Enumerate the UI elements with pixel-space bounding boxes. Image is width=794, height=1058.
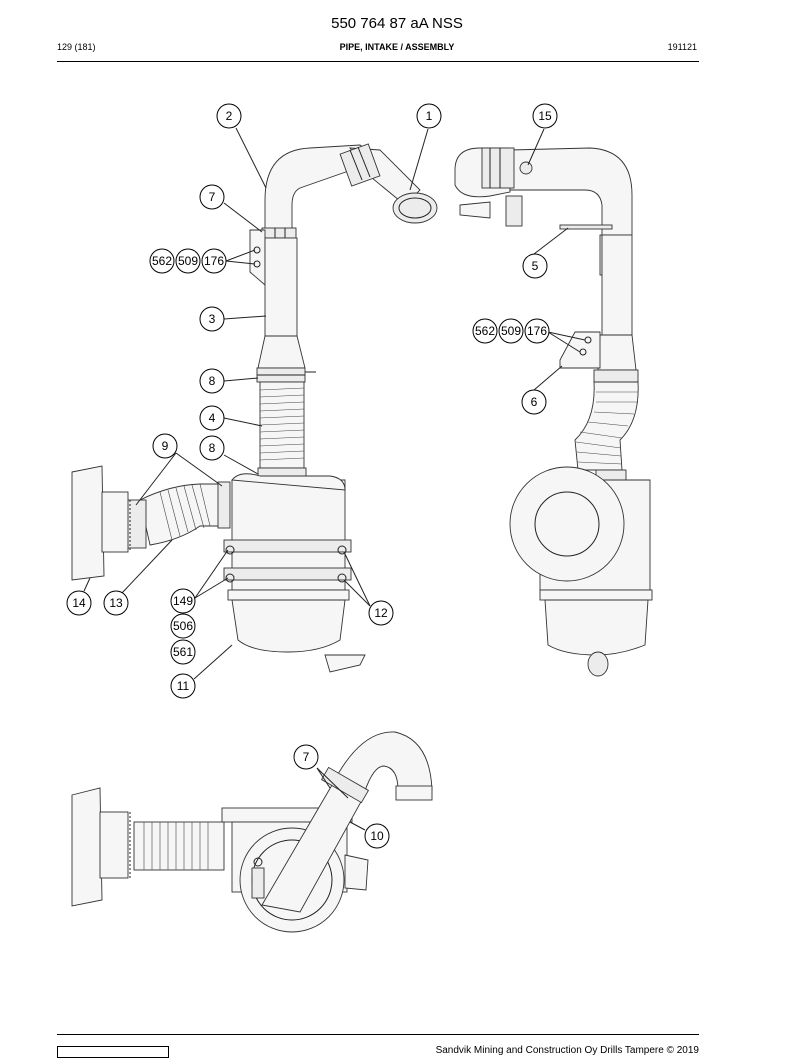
svg-text:506: 506 <box>173 619 193 633</box>
callout-14: 14 <box>66 590 92 616</box>
document-number: 550 764 87 aA NSS <box>331 15 463 32</box>
svg-text:4: 4 <box>209 411 216 425</box>
svg-text:509: 509 <box>501 324 521 338</box>
callout-149: 149 <box>170 588 196 614</box>
callout-7-bottom: 7 <box>293 744 319 770</box>
svg-text:9: 9 <box>162 439 169 453</box>
callout-15: 15 <box>532 103 558 129</box>
callout-6: 6 <box>521 389 547 415</box>
callout-562-left: 562 <box>149 248 175 274</box>
left-view <box>71 143 438 673</box>
svg-text:8: 8 <box>209 441 216 455</box>
callout-8-lower: 8 <box>199 435 225 461</box>
callout-8-upper: 8 <box>199 368 225 394</box>
callout-4: 4 <box>199 405 225 431</box>
svg-text:6: 6 <box>531 395 538 409</box>
right-view <box>454 147 653 677</box>
svg-text:176: 176 <box>204 254 224 268</box>
bottom-view <box>71 731 433 933</box>
svg-text:3: 3 <box>209 312 216 326</box>
svg-text:2: 2 <box>226 109 233 123</box>
callout-11: 11 <box>170 673 196 699</box>
callout-1: 1 <box>416 103 442 129</box>
footer-rule <box>57 1034 699 1035</box>
page-number: 129 (181) <box>57 42 96 52</box>
callout-509-left: 509 <box>175 248 201 274</box>
callout-5: 5 <box>522 253 548 279</box>
svg-text:562: 562 <box>152 254 172 268</box>
svg-text:10: 10 <box>370 829 384 843</box>
callout-3: 3 <box>199 306 225 332</box>
callout-176-left: 176 <box>201 248 227 274</box>
callout-561: 561 <box>170 639 196 665</box>
callout-562-right: 562 <box>472 318 498 344</box>
callout-509-right: 509 <box>498 318 524 344</box>
callout-2: 2 <box>216 103 242 129</box>
svg-text:8: 8 <box>209 374 216 388</box>
callout-10: 10 <box>364 823 390 849</box>
svg-text:149: 149 <box>173 594 193 608</box>
svg-text:13: 13 <box>109 596 123 610</box>
svg-text:1: 1 <box>426 109 433 123</box>
callout-12: 12 <box>368 600 394 626</box>
svg-text:7: 7 <box>303 750 310 764</box>
callout-7-top: 7 <box>199 184 225 210</box>
svg-text:12: 12 <box>374 606 388 620</box>
svg-text:509: 509 <box>178 254 198 268</box>
svg-text:5: 5 <box>532 259 539 273</box>
svg-text:562: 562 <box>475 324 495 338</box>
copyright-text: Sandvik Mining and Construction Oy Drill… <box>435 1045 699 1056</box>
leader-lines <box>83 127 586 831</box>
svg-text:11: 11 <box>177 679 190 693</box>
header-rule <box>57 61 699 62</box>
callout-9: 9 <box>152 433 178 459</box>
brand-logo <box>57 1046 169 1058</box>
callout-176-right: 176 <box>524 318 550 344</box>
svg-text:176: 176 <box>527 324 547 338</box>
callout-506: 506 <box>170 613 196 639</box>
svg-text:14: 14 <box>72 596 86 610</box>
section-title: PIPE, INTAKE / ASSEMBLY <box>339 42 455 52</box>
callout-13: 13 <box>103 590 129 616</box>
svg-text:561: 561 <box>173 645 193 659</box>
date-code: 191121 <box>667 42 697 52</box>
svg-text:7: 7 <box>209 190 216 204</box>
svg-text:15: 15 <box>538 109 552 123</box>
